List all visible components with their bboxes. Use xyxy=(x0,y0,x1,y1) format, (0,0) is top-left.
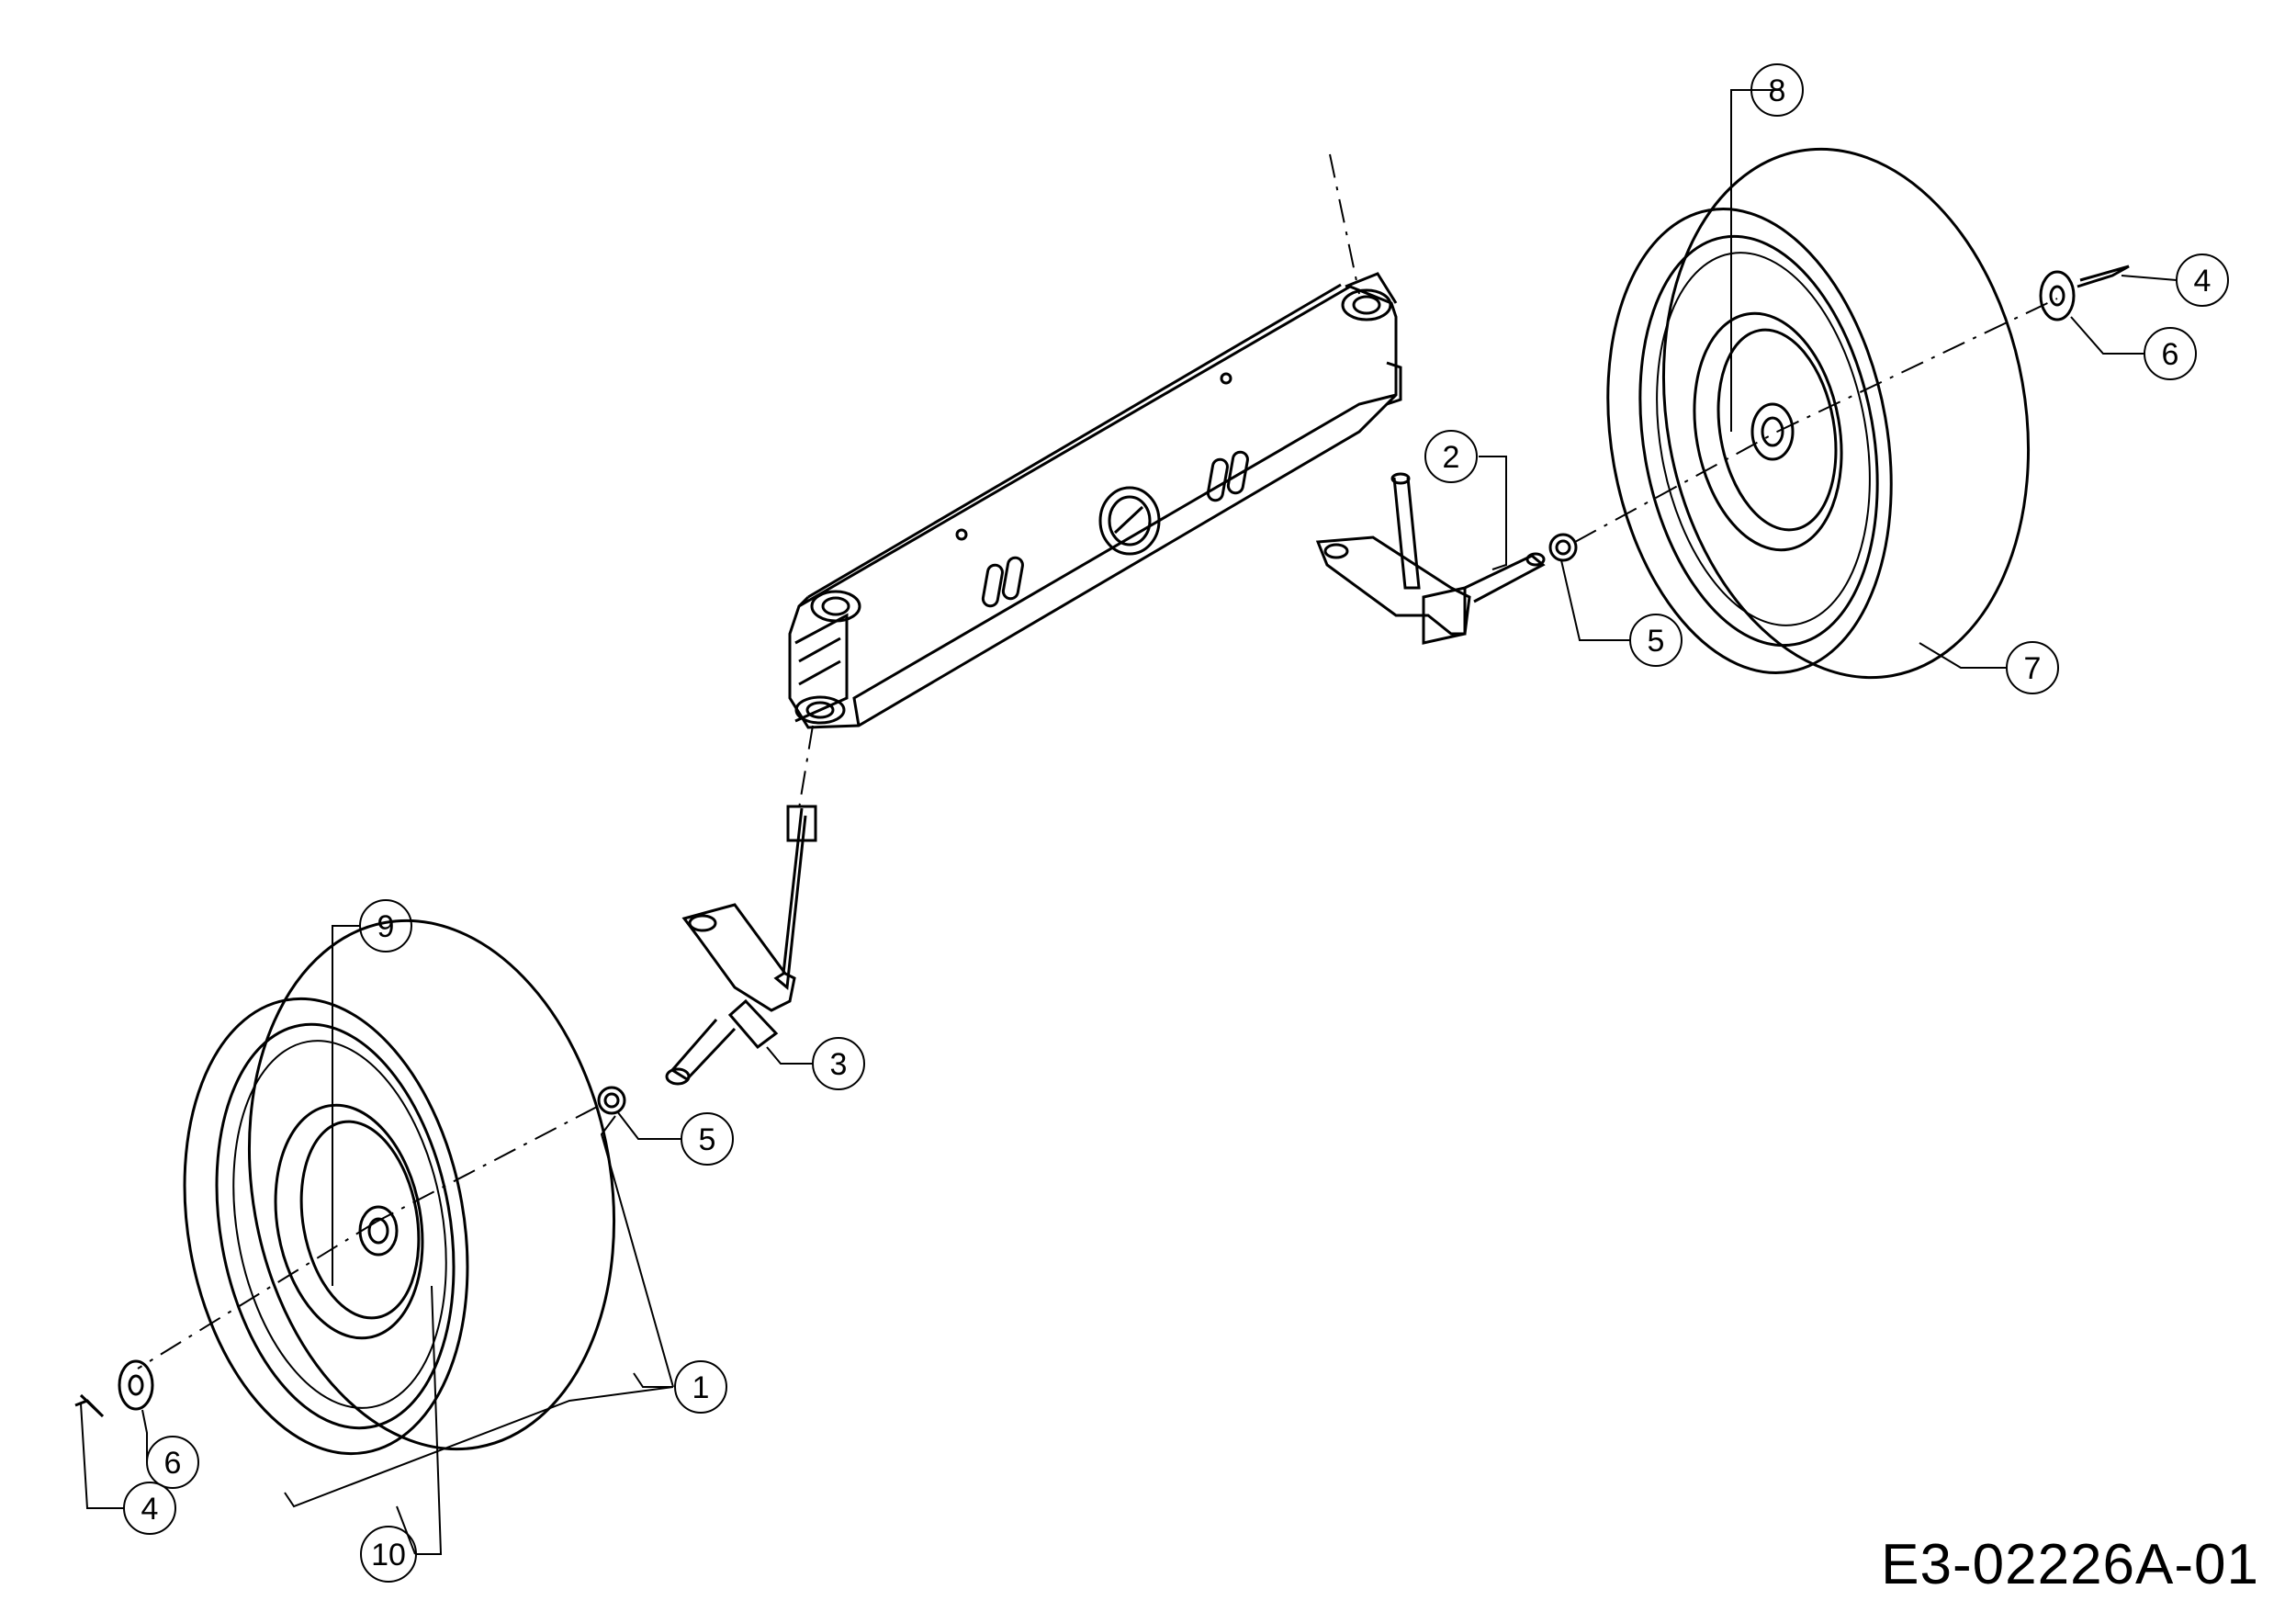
callout-5-left: 5 xyxy=(681,1112,734,1166)
right-spindle xyxy=(1315,472,1546,645)
callout-6-left: 6 xyxy=(146,1436,199,1489)
right-cotter-pin xyxy=(2077,265,2130,288)
left-cotter-pin xyxy=(74,1393,105,1418)
svg-text:7: 7 xyxy=(2024,651,2042,686)
callout-5-right: 5 xyxy=(1629,614,1683,667)
callout-4-left: 4 xyxy=(123,1482,176,1535)
callout-3: 3 xyxy=(812,1037,865,1090)
callout-7: 7 xyxy=(2006,641,2059,694)
callout-4-right: 4 xyxy=(2176,254,2229,307)
callout-2: 2 xyxy=(1424,430,1478,483)
left-axle-line xyxy=(376,1106,598,1223)
drawing-code: E3-02226A-01 xyxy=(1881,1533,2259,1596)
left-spindle xyxy=(665,805,817,1086)
svg-text:4: 4 xyxy=(141,1492,159,1527)
svg-text:1: 1 xyxy=(692,1370,710,1405)
svg-text:8: 8 xyxy=(1769,73,1786,108)
svg-text:3: 3 xyxy=(830,1047,848,1082)
leader-lines xyxy=(80,89,2178,1555)
svg-text:6: 6 xyxy=(2162,337,2179,372)
right-hub-line xyxy=(1776,298,2058,433)
svg-text:10: 10 xyxy=(371,1538,406,1572)
svg-text:9: 9 xyxy=(377,909,395,944)
left-wheel xyxy=(183,919,616,1456)
right-axle-line xyxy=(1574,431,1778,543)
lower-axis-centerline xyxy=(798,725,814,809)
right-washer xyxy=(1548,533,1578,562)
callout-8: 8 xyxy=(1750,63,1804,117)
left-washer xyxy=(597,1086,626,1115)
callout-10: 10 xyxy=(360,1526,417,1583)
left-hub-line xyxy=(137,1221,377,1369)
right-outer-washer xyxy=(2039,270,2076,321)
callout-9: 9 xyxy=(359,899,412,952)
left-outer-washer xyxy=(118,1359,154,1411)
steering-axis-centerline xyxy=(1329,153,1360,295)
svg-text:4: 4 xyxy=(2194,264,2212,299)
svg-text:5: 5 xyxy=(1648,624,1665,659)
right-wheel xyxy=(1606,147,2031,680)
callout-6-right: 6 xyxy=(2144,327,2197,380)
svg-text:5: 5 xyxy=(699,1122,716,1157)
svg-text:6: 6 xyxy=(164,1446,182,1481)
callout-1: 1 xyxy=(674,1360,727,1414)
svg-text:2: 2 xyxy=(1443,440,1460,475)
front-axle-beam xyxy=(788,272,1402,729)
